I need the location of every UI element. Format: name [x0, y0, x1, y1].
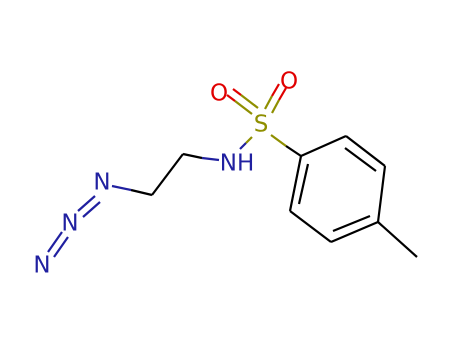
bond-s-o-right-3	[271, 83, 280, 97]
bond-s-o-left-4	[232, 88, 242, 96]
atom-sulfur: S	[254, 112, 269, 138]
bond-ch2-ch2	[151, 153, 184, 196]
bond-s-o-right-4	[278, 87, 287, 101]
atom-azide-n2: N	[61, 211, 78, 237]
bond-n2-n3-2	[53, 236, 69, 258]
ring-bond-3	[376, 165, 387, 223]
ring-bond-6	[288, 155, 303, 212]
bond-nh-ch2-1	[201, 156, 220, 162]
bond-nh-ch2-2	[182, 152, 203, 160]
bond-n2-n3-1	[47, 231, 63, 253]
bond-s-ring-1	[270, 134, 287, 147]
bond-n1-n2-2	[82, 201, 101, 218]
ring-bond-6-inner	[297, 163, 310, 205]
ring-bond-4	[330, 220, 379, 244]
bond-s-nh-2	[239, 142, 247, 150]
bond-n1-n2-1	[77, 195, 96, 212]
bond-ring-methyl	[377, 221, 418, 258]
bond-s-o-right-2	[271, 99, 280, 114]
bond-ch2-n-1	[130, 188, 153, 197]
atom-oxygen-right: O	[280, 69, 298, 95]
atom-azide-n1: N	[93, 170, 110, 196]
bond-s-ring-2	[285, 145, 302, 157]
ring-bond-4-inner	[332, 214, 371, 233]
ring-bond-2-inner	[344, 147, 377, 172]
atom-oxygen-left: O	[210, 81, 228, 107]
bond-s-o-left-1	[234, 100, 253, 115]
bond-s-o-left-2	[240, 94, 259, 109]
bond-ch2-n-2	[111, 184, 132, 192]
ring-bond-1	[300, 134, 347, 158]
bond-s-o-left-3	[226, 94, 236, 102]
atom-amine: NH	[220, 151, 255, 177]
ring-bond-5	[289, 210, 332, 243]
ring-bond-2	[345, 135, 386, 167]
bond-s-nh-1	[245, 136, 253, 144]
bond-s-o-right-1	[264, 95, 273, 110]
atom-azide-n3: N	[33, 253, 50, 279]
